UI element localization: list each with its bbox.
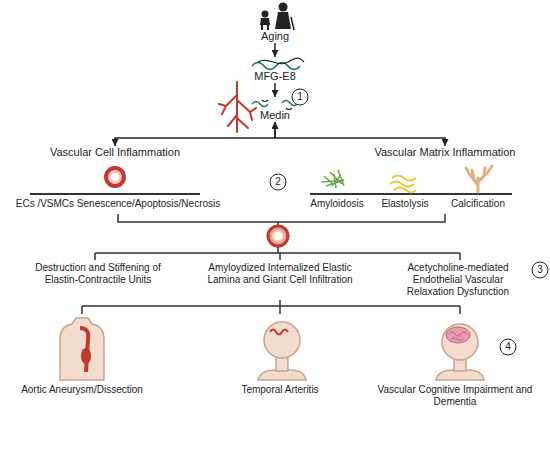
arrow-connector: [274, 83, 276, 97]
elder-body: [275, 12, 291, 29]
artery-lumen: [273, 231, 283, 241]
text-node: Medin: [245, 97, 305, 122]
annotation-text: Vascular Cognitive Impairment and Dement…: [360, 384, 550, 408]
annotation-text: Aortic Aneurysm/Dissection: [2, 384, 162, 396]
annotation-text: Amyloydized Internalized Elastic Lamina …: [195, 262, 365, 286]
people-icon: [260, 3, 294, 31]
medin-fragment: [262, 100, 292, 110]
node-text: Aging: [245, 30, 305, 43]
callout-circle: [292, 89, 308, 105]
child-body: [260, 18, 270, 25]
annotation-text: Temporal Arteritis: [220, 384, 340, 396]
arrow-connector: [115, 122, 275, 146]
torso-icon: [60, 318, 104, 380]
text-node: Vascular Matrix Inflammation: [360, 146, 530, 159]
node-text: Medin: [245, 109, 305, 122]
text-node: Aging: [245, 30, 305, 43]
callout-circle: [270, 174, 286, 190]
bracket-line: [82, 300, 460, 314]
arrow-connector: [274, 43, 276, 57]
divider-line: [30, 193, 512, 195]
annotation-text: Acetycholine-mediated Endothelial Vascul…: [388, 262, 528, 298]
callout-number: 4: [499, 340, 517, 354]
head-icon: [442, 324, 478, 360]
artery-cross-section: [268, 226, 288, 246]
node-text: MFG-E8: [240, 70, 310, 83]
artery-tree: [219, 82, 256, 132]
callout-number: 3: [531, 263, 549, 277]
child-head: [262, 11, 269, 18]
elder-head: [279, 3, 288, 12]
temporal-artery: [270, 330, 288, 335]
brain-icon: [446, 327, 470, 343]
head-icon: [264, 322, 300, 358]
annotation-text: Amyloidosis: [302, 198, 372, 210]
node-text: Vascular Matrix Inflammation: [360, 146, 530, 159]
elder-cane: [291, 17, 294, 30]
vessel-ring: [106, 168, 124, 186]
child-legs: [262, 25, 268, 30]
bracket-line: [118, 214, 445, 226]
callout-number: 2: [269, 175, 287, 189]
vessel-lumen: [111, 173, 119, 181]
aneurysm-icon: [81, 348, 91, 364]
mfge8-strand: [252, 63, 300, 70]
arrow-connector: [275, 122, 445, 146]
annotation-text: ECs /VSMCs Senescence/Apoptosis/Necrosis: [1, 198, 235, 210]
bracket-line: [95, 247, 460, 260]
amyloid-icon: [322, 170, 344, 188]
calcification-icon: [466, 166, 492, 192]
callout-circle: [532, 262, 548, 278]
annotation-text: Calcification: [438, 198, 518, 210]
medin-fragment: [252, 102, 268, 107]
annotation-text: Destruction and Stiffening of Elastin-Co…: [18, 262, 178, 286]
mfge8-strand: [258, 58, 304, 64]
elastolysis-icon: [390, 176, 416, 193]
text-node: Vascular Cell Inflammation: [30, 146, 200, 159]
node-text: Vascular Cell Inflammation: [30, 146, 200, 159]
callout-number: 1: [291, 90, 309, 104]
brain-folds: [449, 332, 467, 341]
text-node: MFG-E8: [240, 57, 310, 83]
callout-circle: [500, 339, 516, 355]
annotation-text: Elastolysis: [370, 198, 440, 210]
